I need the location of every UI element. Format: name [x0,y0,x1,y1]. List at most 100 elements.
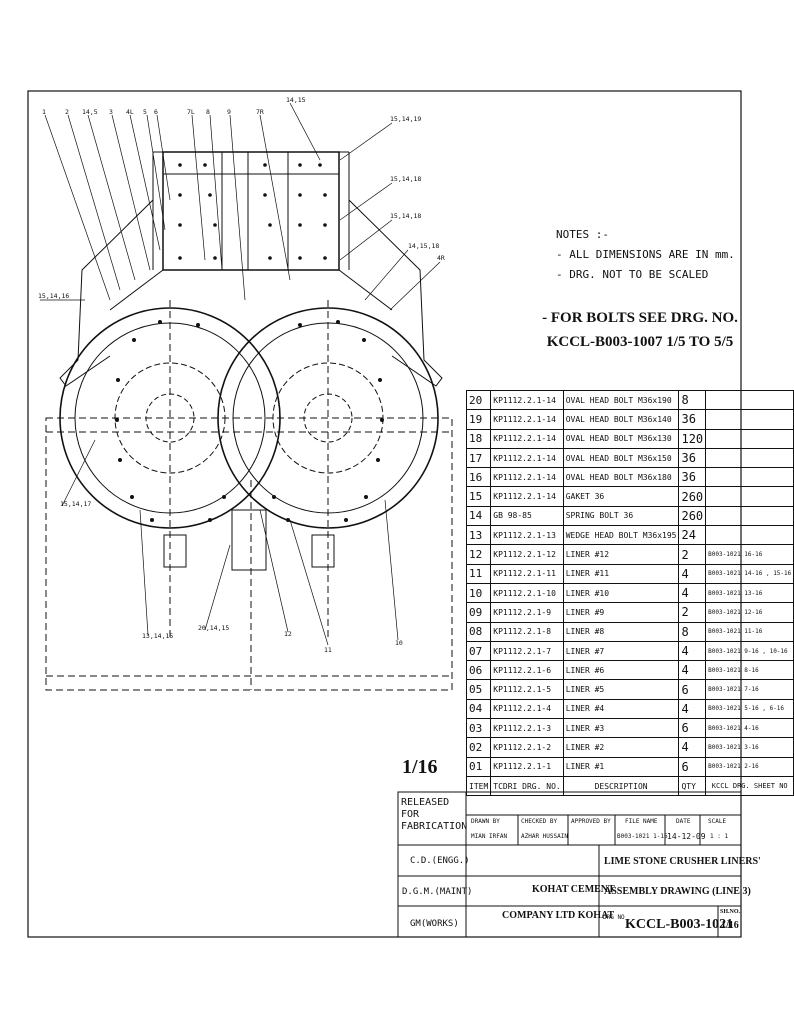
callout-6: 6 [154,108,158,116]
bom-header-desc: DESCRIPTION [562,775,680,797]
callout-14-15: 14,15 [286,96,306,104]
bom-desc: LINER #9 [562,602,680,623]
bom-desc: OVAL HEAD BOLT M36x130 [562,428,680,449]
bolt-holes [115,163,384,522]
bom-qty: 4 [678,640,707,662]
bom-part: KP1112.2.1-14 [490,389,564,411]
bolt-note-line-2: KCCL-B003-1007 1/5 TO 5/5 [546,334,734,350]
bom-item: 13 [465,525,492,546]
bom-part: KP1112.2.1-14 [490,447,564,469]
callout-20-14-15: 20,14,15 [198,624,229,632]
bom-qty: 36 [678,447,707,469]
sheet-number-label: SH.NO. [720,909,741,915]
bom-header-ref: KCCL DRG. SHEET NO [705,775,794,797]
bom-part: KP1112.2.1-6 [490,660,564,681]
bom-qty: 8 [678,389,707,411]
bom-ref [705,409,794,430]
bom-qty: 6 [678,679,707,700]
date-label: DATE [676,818,691,825]
bom-header-row: ITEM TCDRI DRG. NO. DESCRIPTION QTY KCCL… [465,775,794,797]
notes-line-1: - ALL DIMENSIONS ARE IN mm. [556,248,735,261]
bom-desc: LINER #11 [562,563,680,584]
bom-desc: LINER #4 [562,698,680,720]
leader-lines [40,102,441,646]
bom-part: KP1112.2.1-14 [490,486,564,507]
date-value: 14-12-09 [667,832,706,841]
bom-ref: B003-1021 7-16 [705,679,794,700]
crusher-rings [59,307,439,571]
bom-ref [705,505,794,527]
file-name-label: FILE NAME [625,818,658,825]
callout-11: 11 [324,646,332,654]
callout-4r: 4R [437,254,445,262]
callout-2: 2 [65,108,69,116]
bom-desc: GAKET 36 [562,486,680,507]
drawing-title-line-2: ASSEMBLY DRAWING (LINE 3) [604,886,751,897]
bom-part: KP1112.2.1-9 [490,602,564,623]
bom-item: 17 [465,447,492,469]
callout-4l: 4L [126,108,134,116]
callout-13-14-15: 13,14,15 [142,632,173,640]
bom-item: 14 [465,505,492,527]
scale-label: SCALE [708,818,727,825]
callout-8: 8 [206,108,210,116]
notes-block: NOTES :-- ALL DIMENSIONS ARE IN mm.- DRG… [556,225,735,285]
callout-1: 1 [42,108,46,116]
gm-works-label: GM(WORKS) [410,919,459,929]
bom-part: KP1112.2.1-1 [490,756,564,777]
callout-3: 3 [109,108,113,116]
bom-qty: 8 [678,621,707,642]
bom-part: KP1112.2.1-11 [490,563,564,584]
callout-15-14-17: 15,14,17 [60,500,91,508]
bom-part: KP1112.2.1-14 [490,409,564,430]
bom-ref [705,525,794,546]
company-name-line-2: COMPANY LTD KOHAT [502,910,615,921]
bom-desc: LINER #7 [562,640,680,662]
bom-part: KP1112.2.1-10 [490,582,564,604]
bom-desc: OVAL HEAD BOLT M36x150 [562,447,680,469]
bom-item: 08 [465,621,492,642]
bom-desc: LINER #6 [562,660,680,681]
bom-part: KP1112.2.1-13 [490,525,564,546]
bom-item: 04 [465,698,492,720]
bom-qty: 24 [678,525,707,546]
bom-part: KP1112.2.1-4 [490,698,564,720]
cd-engg-label: C.D.(ENGG.) [410,856,470,866]
bom-header-qty: QTY [678,775,707,797]
bolt-note: - FOR BOLTS SEE DRG. NO. KCCL-B003-1007 … [520,306,760,354]
callout-15-14-16: 15,14,16 [38,292,69,300]
bom-qty: 4 [678,660,707,681]
bom-item: 07 [465,640,492,662]
callout-14-15-18: 14,15,18 [408,242,439,250]
checked-by-label: CHECKED BY [521,818,558,825]
callout-15-14-18-a: 15,14,18 [390,175,421,183]
assembly-drawing: 1 2 14,5 3 4L 5 6 7L 8 9 7R 14,15 15,14,… [27,90,742,938]
bom-qty: 36 [678,467,707,488]
bom-ref: B003-1021 3-16 [705,737,794,758]
bom-ref [705,447,794,469]
callout-7r: 7R [256,108,264,116]
bom-ref: B003-1021 13-16 [705,582,794,604]
bom-ref [705,486,794,507]
bom-qty: 260 [678,505,707,527]
file-name-value: B003-1021 1-16 [617,833,668,840]
bolt-note-line-1: - FOR BOLTS SEE DRG. NO. [542,310,738,326]
bom-part: KP1112.2.1-12 [490,544,564,565]
bom-item: 11 [465,563,492,584]
notes-line-2: - DRG. NOT TO BE SCALED [556,268,709,281]
drawn-by-label: DRAWN BY [471,818,500,825]
bom-part: KP1112.2.1-5 [490,679,564,700]
bom-part: GB 98-85 [490,505,564,527]
bom-item: 16 [465,467,492,488]
